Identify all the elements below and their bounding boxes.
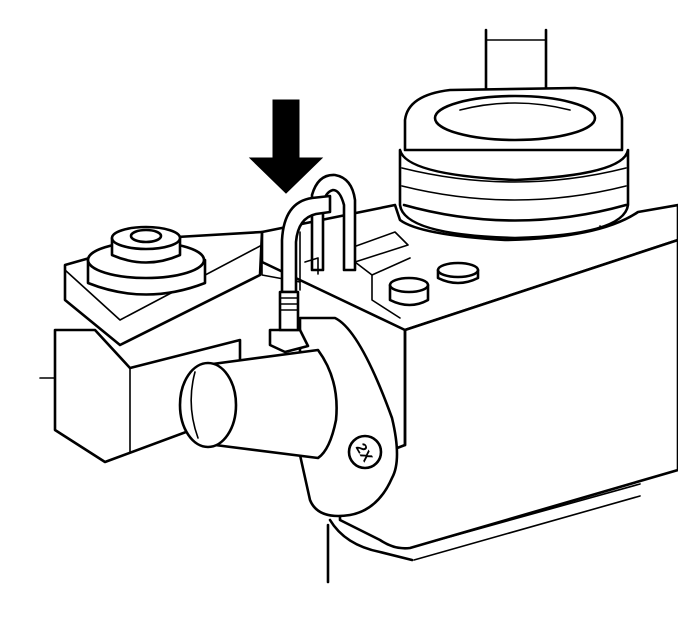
wire-bracket [278,173,357,332]
wire-sleeve [278,290,300,332]
nut-bore [129,228,163,244]
flange-screw [347,434,383,470]
switch-assembly: 2X [178,316,399,518]
down-arrow-icon [248,99,324,194]
wire-arm [280,194,332,294]
wire-clip-base [268,328,310,354]
switch-end-cap [178,361,238,449]
rod-and-boot [398,28,630,247]
corner-mark: 2X [352,441,376,465]
housing [260,203,678,584]
boot-lower-band [398,148,630,240]
switch-cylinder [203,348,338,460]
